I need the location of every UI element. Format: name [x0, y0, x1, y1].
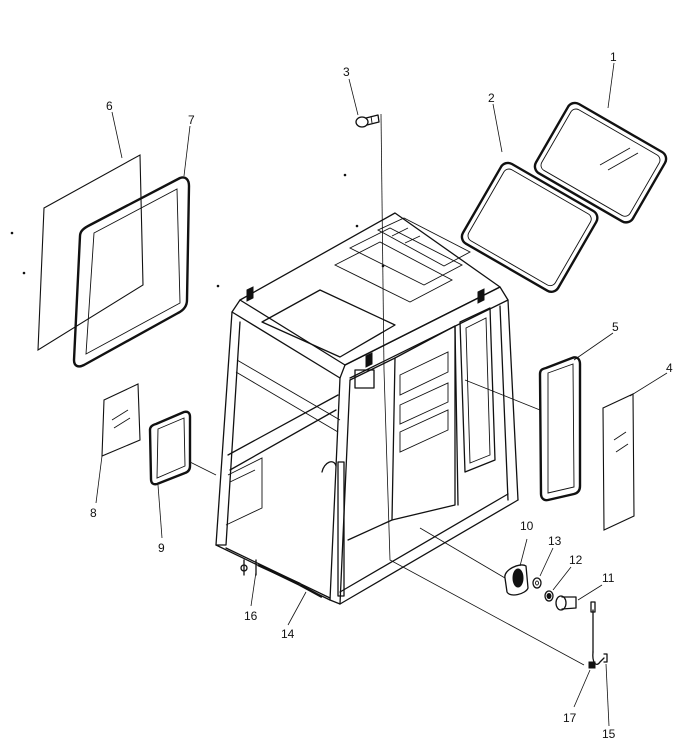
callout-15: 15: [602, 727, 616, 738]
callout-13: 13: [548, 534, 562, 548]
part-10-stopper: [504, 564, 529, 596]
part-2-roof-seal: [460, 161, 599, 293]
part-15-17-cable: [588, 601, 608, 669]
part-8-small-glass: [101, 383, 141, 457]
callout-16: 16: [244, 609, 258, 623]
part-3-bolt: [355, 114, 380, 128]
scan-specks: [10, 173, 385, 288]
callout-17: 17: [563, 711, 577, 725]
callout-11: 11: [602, 571, 615, 585]
callout-labels: 1 2 3 4 5 6 7 8 9 10 13 12 11 14 15 16 1…: [90, 50, 673, 741]
callout-14: 14: [281, 627, 295, 641]
part-4-door-glass: [602, 393, 635, 531]
callout-6: 6: [106, 99, 113, 113]
callout-8: 8: [90, 506, 97, 520]
callout-4: 4: [666, 361, 673, 375]
part-6-side-glass: [37, 154, 144, 352]
part-5-door-seal: [538, 356, 582, 502]
callout-10: 10: [520, 519, 534, 533]
callout-2: 2: [488, 91, 495, 105]
part-13-washer: [532, 577, 542, 589]
part-7-side-seal: [72, 176, 191, 368]
cab-frame: [215, 212, 519, 605]
part-12-washer: [544, 590, 554, 602]
part-9-small-seal: [148, 410, 192, 486]
callout-5: 5: [612, 320, 619, 334]
part-11-bolt: [555, 595, 577, 611]
callout-3: 3: [343, 65, 350, 79]
callout-leaders: [95, 62, 668, 727]
callout-12: 12: [569, 553, 583, 567]
callout-7: 7: [188, 113, 195, 127]
assembly-lines: [189, 113, 585, 666]
callout-1: 1: [610, 50, 617, 64]
part-1-roof-glass: [533, 101, 668, 224]
callout-9: 9: [158, 541, 165, 555]
